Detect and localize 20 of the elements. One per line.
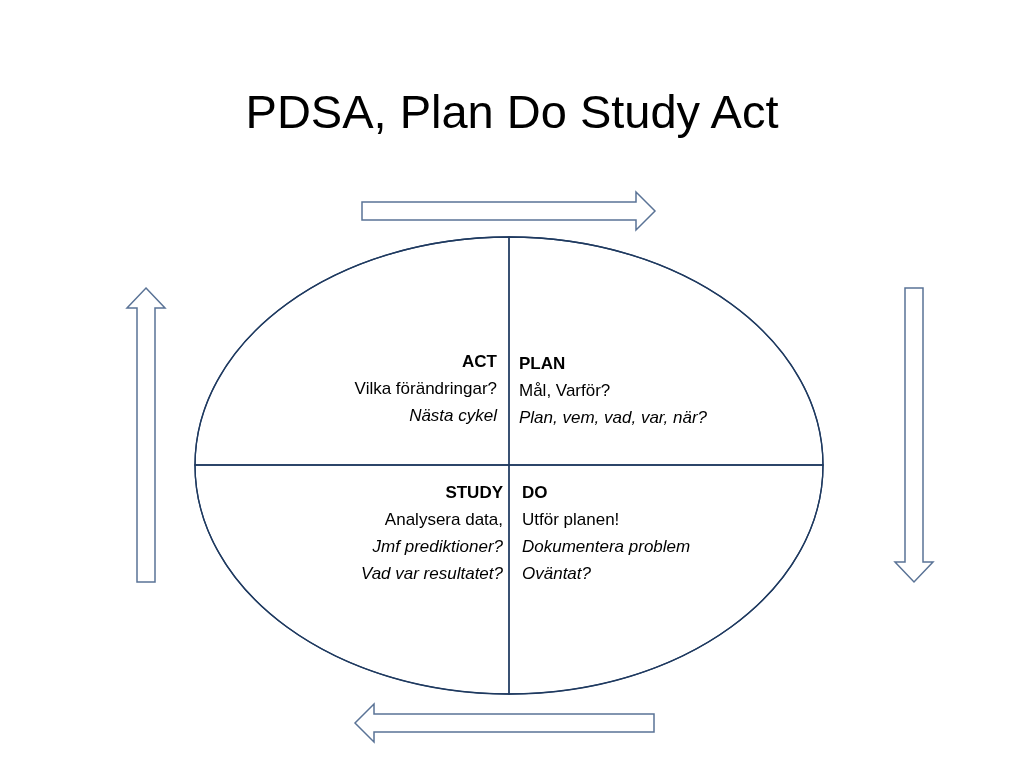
quadrant-heading: PLAN (519, 353, 566, 375)
quadrant-text: Jmf prediktioner? (372, 536, 503, 558)
quadrant-text: Plan, vem, vad, var, när? (519, 407, 708, 429)
quadrant-text: Vad var resultatet? (360, 563, 503, 585)
quadrant-heading: ACT (462, 351, 497, 373)
quadrant-heading: DO (522, 482, 548, 504)
quadrant-text: Nästa cykel (409, 405, 497, 427)
quadrant-text: Oväntat? (522, 563, 591, 585)
title: PDSA, Plan Do Study Act (245, 84, 779, 140)
quadrant-text: Dokumentera problem (522, 536, 691, 558)
quadrant (195, 237, 509, 465)
quadrant (195, 465, 509, 694)
cycle-ellipse (195, 237, 823, 694)
quadrant-text: Utför planen! (522, 509, 620, 531)
quadrant-text: Mål, Varför? (519, 380, 611, 402)
quadrant (509, 237, 823, 465)
quadrant (509, 465, 823, 694)
quadrant-heading: STUDY (445, 482, 503, 504)
quadrant-text: Analysera data, (384, 509, 503, 531)
quadrant-text: Vilka förändringar? (354, 378, 497, 400)
